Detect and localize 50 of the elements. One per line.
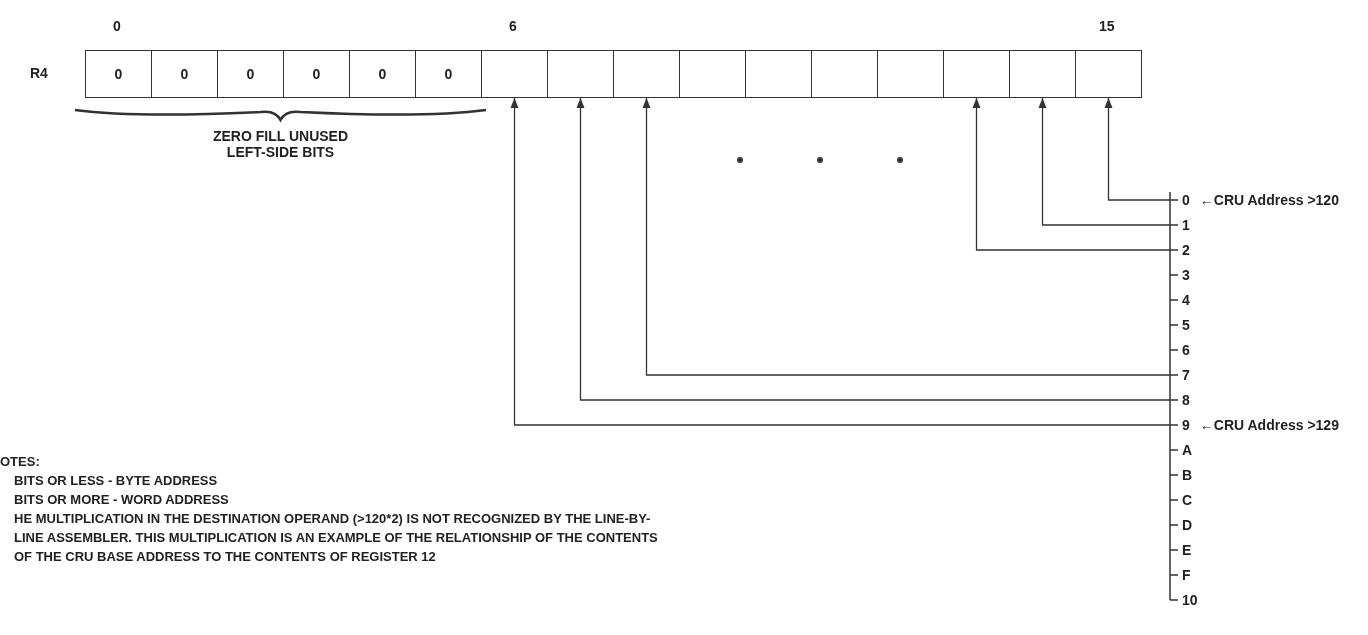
note-text: BITS OR MORE - WORD ADDRESS (14, 491, 229, 509)
cru-bit-label: D (1182, 516, 1193, 535)
cru-bit-label: 9 (1182, 416, 1190, 435)
cru-bit-label: 10 (1182, 591, 1198, 610)
cru-bit-label: A (1182, 441, 1193, 460)
register-name: R4 (30, 65, 48, 81)
bit-cell (745, 50, 812, 98)
bit-cell (679, 50, 746, 98)
arrow (576, 97, 1171, 401)
cru-bit-label: 2 (1182, 241, 1190, 260)
cru-bit-label: 7 (1182, 366, 1190, 385)
arrow (510, 97, 1171, 426)
bit-cell (1075, 50, 1142, 98)
cru-bit-label: C (1182, 491, 1193, 510)
cru-bit-label: B (1182, 466, 1193, 485)
bit-cell (1009, 50, 1076, 98)
bit-cell (811, 50, 878, 98)
bit-cell: 0 (349, 50, 416, 98)
bit-cell (481, 50, 548, 98)
arrow (972, 97, 1171, 251)
cru-bit-label: 8 (1182, 391, 1190, 410)
cru-address-label: ←CRU Address >120 (1199, 191, 1339, 210)
bit-cell: 0 (217, 50, 284, 98)
cru-bit-label: E (1182, 541, 1192, 560)
bit-cell: 0 (85, 50, 152, 98)
cru-address-label: ←CRU Address >129 (1199, 416, 1339, 435)
bit-cell (877, 50, 944, 98)
arrow (1038, 97, 1171, 226)
cru-bit-label: 3 (1182, 266, 1190, 285)
annotation-text: ZERO FILL UNUSED LEFT-SIDE BITS (211, 128, 350, 160)
note-text: BITS OR LESS - BYTE ADDRESS (14, 472, 218, 490)
bit-cell: 0 (415, 50, 482, 98)
bit-cell: 0 (283, 50, 350, 98)
bit-number: 15 (1099, 18, 1115, 34)
bit-cell (613, 50, 680, 98)
bit-cell (547, 50, 614, 98)
cru-bit-label: 1 (1182, 216, 1190, 235)
cru-bit-label: F (1182, 566, 1191, 585)
cru-bit-label: 5 (1182, 316, 1190, 335)
cru-bit-label: 6 (1182, 341, 1190, 360)
bit-number: 6 (509, 18, 517, 34)
arrow (1104, 97, 1171, 201)
bit-cell (943, 50, 1010, 98)
cru-bit-label: 0 (1182, 191, 1190, 210)
arrow (642, 97, 1171, 376)
cru-bit-label: 4 (1182, 291, 1190, 310)
note-text: OTES: (0, 453, 40, 471)
bit-cell: 0 (151, 50, 218, 98)
bit-number: 0 (113, 18, 121, 34)
note-text: HE MULTIPLICATION IN THE DESTINATION OPERAND (>120*2) IS NOT RECOGNIZED BY THE LINE-BY-LINE ASSEMBLER. THIS MULTIPLICATION IS AN EXAMPLE OF THE RELATIONSHIP OF THE CONTENTS OF THE CRU BASE ADDRESS TO THE CONTENTS OF REGISTER 12 (14, 510, 659, 566)
